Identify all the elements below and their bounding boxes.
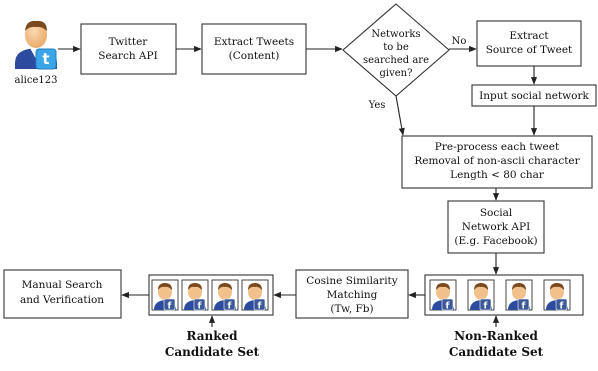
non-ranked-set-label-line2: Candidate Set — [449, 345, 544, 359]
twitter-search-api-node — [80, 23, 177, 75]
cosine-line3: (Tw, Fb) — [330, 303, 373, 315]
svg-text:f: f — [446, 302, 450, 312]
svg-text:f: f — [522, 302, 526, 312]
social-api-line2: Network API — [462, 221, 530, 233]
extract-tweets-node — [201, 23, 307, 75]
manual-search-line2: and Verification — [20, 294, 104, 306]
twitter-search-api-line2: Search API — [98, 50, 157, 62]
twitter-user-icon: t — [15, 20, 57, 70]
edge-label-yes: Yes — [368, 100, 386, 111]
decision-line2: to be — [383, 42, 409, 53]
svg-text:f: f — [484, 302, 488, 312]
facebook-user-icon: f — [429, 279, 457, 312]
preprocess-line2: Removal of non-ascii character — [414, 155, 580, 167]
social-api-line1: Social — [480, 207, 513, 219]
svg-text:f: f — [228, 302, 232, 312]
social-api-line3: (E.g. Facebook) — [454, 235, 537, 247]
extract-source-line2: Source of Tweet — [486, 44, 573, 56]
manual-search-node — [3, 269, 122, 319]
preprocess-line3: Length < 80 char — [450, 169, 545, 181]
cosine-line2: Matching — [327, 289, 378, 301]
facebook-user-icon: f — [467, 279, 495, 312]
preprocess-line1: Pre-process each tweet — [435, 141, 560, 153]
username-label: alice123 — [15, 75, 58, 86]
preprocess-node — [401, 135, 593, 189]
decision-line1: Networks — [371, 29, 420, 40]
edge-decision-yes — [395, 95, 405, 136]
ranked-set-label-line2: Candidate Set — [165, 345, 260, 359]
facebook-user-icon: f — [543, 279, 571, 312]
svg-text:f: f — [168, 302, 172, 312]
facebook-user-icon: f — [151, 279, 179, 312]
facebook-user-icon: f — [241, 279, 269, 312]
svg-text:f: f — [198, 302, 202, 312]
svg-text:f: f — [258, 302, 262, 312]
social-network-api-node — [447, 200, 545, 254]
decision-line3: searched are — [363, 55, 429, 66]
manual-search-line1: Manual Search — [22, 279, 103, 291]
facebook-user-icon: f — [211, 279, 239, 312]
extract-tweets-line1: Extract Tweets — [214, 36, 294, 48]
svg-text:t: t — [42, 50, 49, 68]
extract-source-node — [476, 20, 582, 67]
extract-tweets-line2: (Content) — [229, 50, 280, 62]
decision-line4: given? — [380, 68, 413, 79]
edge-label-no: No — [452, 36, 467, 47]
svg-text:f: f — [560, 302, 564, 312]
cosine-similarity-node — [295, 269, 409, 319]
twitter-search-api-line1: Twitter — [109, 36, 149, 48]
non-ranked-set-label-line1: Non-Ranked — [454, 329, 538, 343]
facebook-user-icon: f — [181, 279, 209, 312]
input-social-network-label: Input social network — [479, 90, 589, 102]
ranked-set-label-line1: Ranked — [186, 329, 238, 343]
facebook-user-icon: f — [505, 279, 533, 312]
extract-source-line1: Extract — [509, 30, 549, 42]
cosine-line1: Cosine Similarity — [306, 275, 397, 287]
